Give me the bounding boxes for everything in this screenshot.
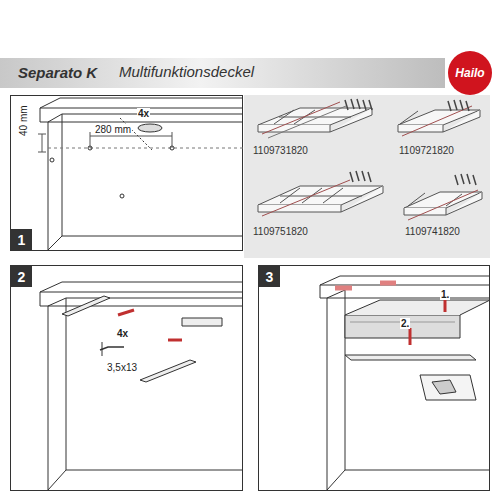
cabinet-drawing [38, 98, 243, 250]
node-text: Hailo [455, 66, 484, 80]
product-panel [244, 95, 490, 258]
screw-size-label: 3,5x13 [106, 362, 138, 373]
quantity-label: 4x [137, 108, 150, 119]
step-number: 3 [259, 266, 280, 287]
step-label: 1. [440, 289, 450, 300]
dimension-label: 280 mm [94, 124, 132, 135]
panel-frame [11, 266, 243, 491]
part-number: 1109721820 [398, 145, 455, 156]
title-text: Separato K [18, 64, 97, 81]
step-label: 2. [400, 318, 410, 329]
step-number: 2 [11, 266, 32, 287]
header-band [0, 58, 445, 88]
subtitle-text: Multifunktionsdeckel [118, 64, 255, 81]
node-text: 2 [18, 269, 26, 285]
screw-set [345, 99, 476, 185]
dimension-label: 40 mm [18, 104, 29, 137]
step-number: 1 [11, 229, 32, 250]
part-number: 1109731820 [252, 145, 309, 156]
brand-logo: Hailo [448, 51, 492, 95]
cabinet-drawing [40, 282, 243, 490]
cabinet-drawing [320, 276, 490, 490]
quantity-label: 4x [116, 328, 129, 339]
node-text: 1 [18, 232, 26, 248]
panel-frame [259, 266, 490, 491]
node-text: 3 [266, 269, 274, 285]
part-number: 1109741820 [404, 226, 461, 237]
tray-drawing [258, 102, 482, 220]
panel-frame [11, 96, 243, 251]
part-number: 1109751820 [252, 226, 309, 237]
